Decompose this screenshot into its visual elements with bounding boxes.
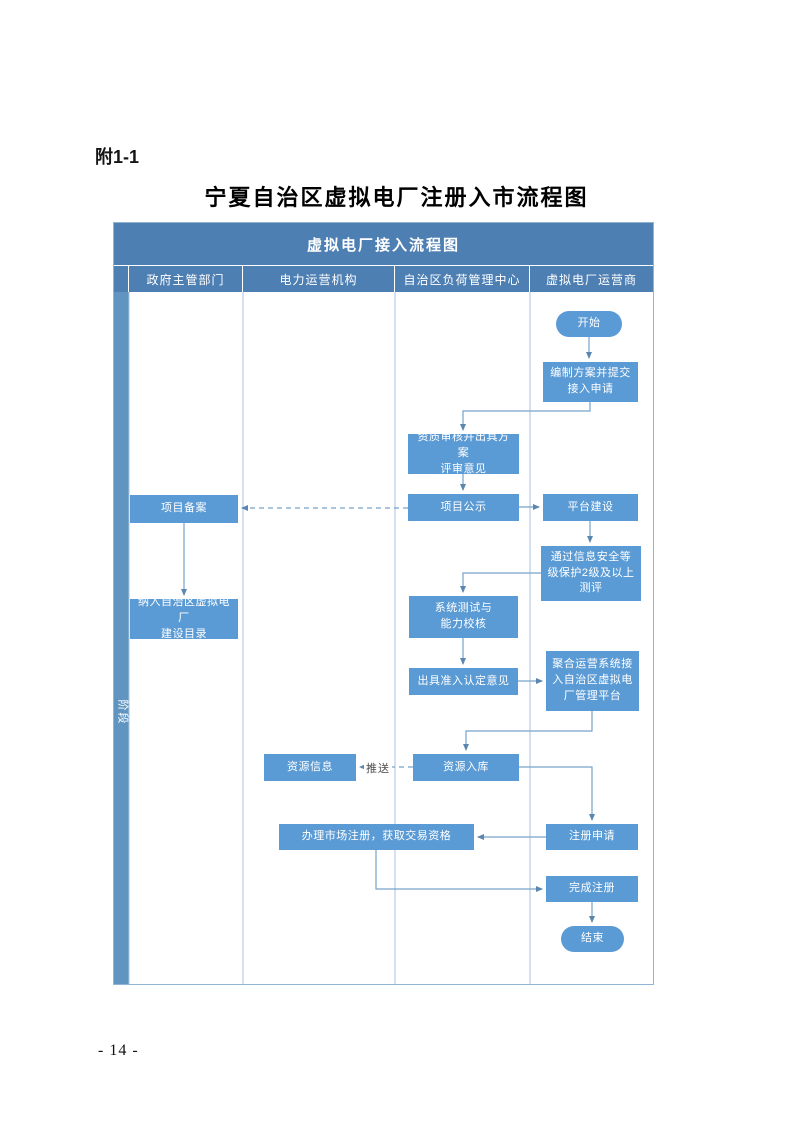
node-platform-build: 平台建设: [543, 494, 638, 521]
node-system-test: 系统测试与 能力校核: [409, 596, 518, 638]
arrow-market-to-done: [375, 850, 543, 892]
node-security-eval: 通过信息安全等 级保护2级及以上 测评: [541, 546, 641, 601]
lane-header-vpp-operator: 虚拟电厂运营商: [530, 266, 653, 292]
arrow-prepare-to-review: [460, 402, 591, 431]
node-catalog-inclusion: 纳入自治区虚拟电厂 建设目录: [130, 596, 238, 640]
node-project-filing: 项目备案: [130, 495, 238, 523]
arrow-security-to-systest: [460, 572, 541, 593]
node-resource-info: 资源信息: [264, 754, 356, 781]
push-edge-label: 推送: [364, 760, 392, 776]
node-registration-apply: 注册申请: [546, 824, 638, 850]
node-registration-done: 完成注册: [546, 876, 638, 902]
page-number: - 14 -: [98, 1042, 139, 1059]
lane-header-load-center: 自治区负荷管理中心: [395, 266, 530, 292]
page-title: 宁夏自治区虚拟电厂注册入市流程图: [204, 185, 589, 210]
arrow-aggregate-to-storage: [463, 711, 593, 751]
node-resource-storage: 资源入库: [413, 754, 519, 781]
stage-strip: 阶段: [114, 292, 129, 984]
node-aggregate-access: 聚合运营系统接 入自治区虚拟电 厂管理平台: [546, 651, 639, 711]
lane-header-government: 政府主管部门: [129, 266, 243, 292]
node-project-publicity: 项目公示: [408, 494, 519, 521]
node-end: 结束: [561, 926, 624, 952]
node-market-registration: 办理市场注册，获取交易资格: [279, 824, 474, 850]
node-qualification-review: 资质审核并出具方案 评审意见: [408, 431, 519, 475]
flowchart-frame: 虚拟电厂接入流程图 政府主管部门 电力运营机构 自治区负荷管理中心 虚拟电厂运营…: [113, 222, 654, 985]
node-admission-opinion: 出具准入认定意见: [409, 668, 518, 695]
stage-label: 阶段: [116, 699, 129, 726]
flowchart-header: 虚拟电厂接入流程图: [114, 223, 653, 266]
lane-header-power-operator: 电力运营机构: [243, 266, 395, 292]
lane-header-stub: [114, 266, 129, 292]
node-prepare-plan: 编制方案并提交 接入申请: [543, 362, 638, 402]
lane-header-row: 政府主管部门 电力运营机构 自治区负荷管理中心 虚拟电厂运营商: [114, 266, 653, 292]
attachment-label: 附1-1: [95, 147, 140, 167]
node-start: 开始: [556, 311, 622, 337]
arrow-storage-to-regapply: [519, 766, 595, 821]
